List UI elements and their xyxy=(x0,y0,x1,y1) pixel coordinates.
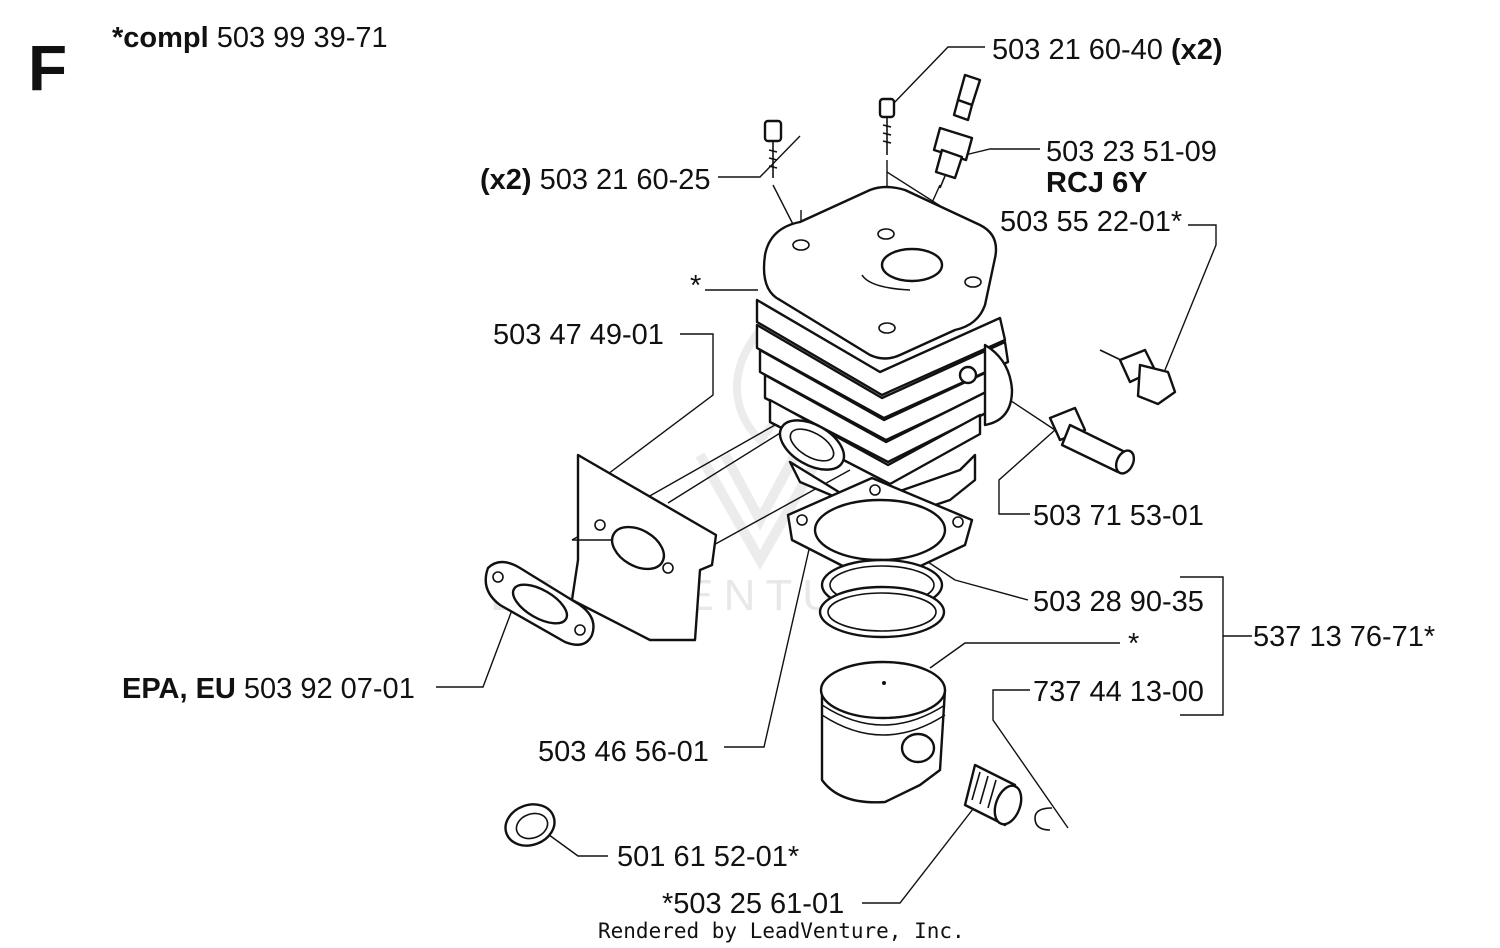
label-rings: 503 28 90-35 xyxy=(1033,586,1204,618)
label-plug-cap: 501 61 52-01* xyxy=(617,841,799,873)
label-decomp-valve: 503 55 22-01* xyxy=(1000,206,1182,238)
label-base-gasket: 503 46 56-01 xyxy=(538,736,709,768)
plug-cap-part xyxy=(504,803,556,847)
label-screw-top-qty: (x2) xyxy=(1171,34,1223,66)
label-nipple: 503 71 53-01 xyxy=(1033,500,1204,532)
label-bearing: *503 25 61-01 xyxy=(662,888,844,920)
spark-plug-part xyxy=(932,73,982,189)
label-cylinder-star: * xyxy=(690,270,701,302)
label-pin: 737 44 13-00 xyxy=(1033,676,1204,708)
needle-bearing-part xyxy=(963,763,1023,827)
label-muffler-gasket-prefix: EPA, EU xyxy=(122,673,236,705)
section-letter: F xyxy=(28,32,67,104)
muffler-gasket-part xyxy=(484,560,595,646)
label-screw-left: (x2)503 21 60-25 xyxy=(480,164,711,196)
header-number: 503 99 39-71 xyxy=(217,22,388,54)
label-kit: 537 13 76-71* xyxy=(1253,621,1435,653)
piston-rings-part xyxy=(818,558,946,639)
label-screw-left-qty: (x2) xyxy=(480,164,532,196)
cylinder-part xyxy=(755,185,1014,522)
heat-shield-part xyxy=(570,453,718,642)
footer-credit: Rendered by LeadVenture, Inc. xyxy=(598,919,965,943)
label-screw-top: 503 21 60-40(x2) xyxy=(992,34,1223,66)
nipple-part xyxy=(1048,406,1136,475)
label-heat-shield: 503 47 49-01 xyxy=(493,319,664,351)
label-piston-star: * xyxy=(1128,628,1139,660)
label-screw-left-number: 503 21 60-25 xyxy=(540,164,711,196)
label-muffler-gasket-number: 503 92 07-01 xyxy=(244,673,415,705)
decomp-valve-part xyxy=(1099,348,1177,406)
circlip-part xyxy=(1034,807,1053,831)
label-spark-plug-type: RCJ 6Y xyxy=(1046,167,1148,199)
screw-top-part xyxy=(878,97,896,155)
label-screw-top-number: 503 21 60-40 xyxy=(992,34,1163,66)
base-gasket-part xyxy=(786,476,974,587)
header-prefix: *compl xyxy=(112,22,209,54)
label-spark-plug-number: 503 23 51-09 xyxy=(1046,136,1217,168)
piston-part xyxy=(819,660,947,804)
screw-left-part xyxy=(763,119,783,178)
